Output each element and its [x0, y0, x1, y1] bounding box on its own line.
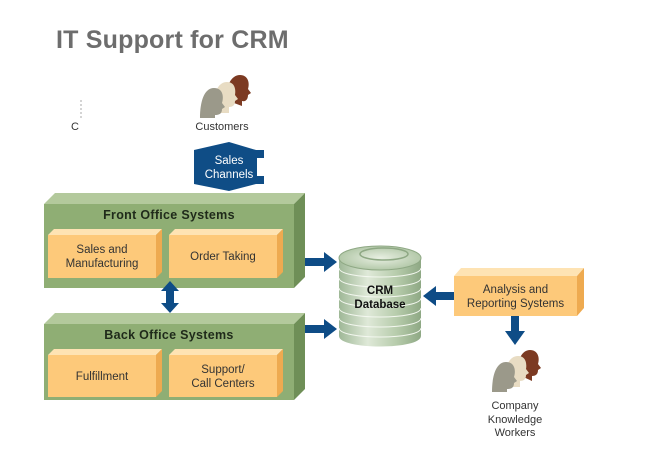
box-line: Sales and — [76, 244, 128, 256]
back-office-title: Back Office Systems — [104, 328, 234, 342]
front-office-box-sales-manufacturing: Sales and Manufacturing — [48, 243, 156, 271]
db-line: Database — [354, 299, 406, 311]
box-line: Order Taking — [190, 251, 256, 263]
customers-label: Customers — [195, 121, 249, 133]
front-office-box — [44, 193, 305, 288]
customers-people-icon — [200, 75, 251, 118]
box-line: Fulfillment — [75, 371, 129, 383]
back-office-box-support: Support/ Call Centers — [169, 363, 277, 391]
db-line: CRM — [366, 285, 394, 297]
box-line: Manufacturing — [65, 258, 139, 270]
bidirectional-arrow-icon — [161, 281, 179, 313]
page-title: IT Support for CRM — [56, 26, 289, 54]
knowledge-workers-people-icon — [492, 350, 541, 392]
workers-line: Company — [491, 400, 539, 412]
back-office-box — [44, 313, 305, 400]
analysis-line: Analysis and — [482, 284, 549, 296]
cropped-label: C — [71, 121, 79, 133]
sales-channels-shape — [194, 142, 264, 191]
sales-channels-line: Channels — [204, 169, 254, 181]
workers-line: Workers — [494, 427, 536, 439]
knowledge-workers-label: Company Knowledge Workers — [474, 400, 556, 441]
analysis-box — [454, 268, 584, 316]
front-office-title: Front Office Systems — [103, 208, 235, 222]
analysis-label: Analysis and Reporting Systems — [454, 283, 577, 311]
arrow-back-to-db — [305, 319, 337, 339]
crm-database-cylinder — [338, 245, 422, 347]
box-line: Support/ — [201, 364, 245, 376]
arrow-analysis-to-db — [423, 286, 457, 306]
workers-line: Knowledge — [487, 413, 543, 426]
crm-database-label: CRM Database — [339, 284, 421, 312]
analysis-line: Reporting Systems — [466, 298, 565, 310]
arrow-analysis-to-workers — [505, 316, 525, 345]
box-line: Call Centers — [191, 378, 255, 390]
front-office-box-order-taking: Order Taking — [169, 250, 277, 264]
sales-channels-label: Sales Channels — [194, 154, 264, 182]
arrow-front-to-db — [305, 252, 337, 272]
back-office-box-fulfillment: Fulfillment — [48, 370, 156, 384]
sales-channels-line: Sales — [214, 155, 244, 167]
